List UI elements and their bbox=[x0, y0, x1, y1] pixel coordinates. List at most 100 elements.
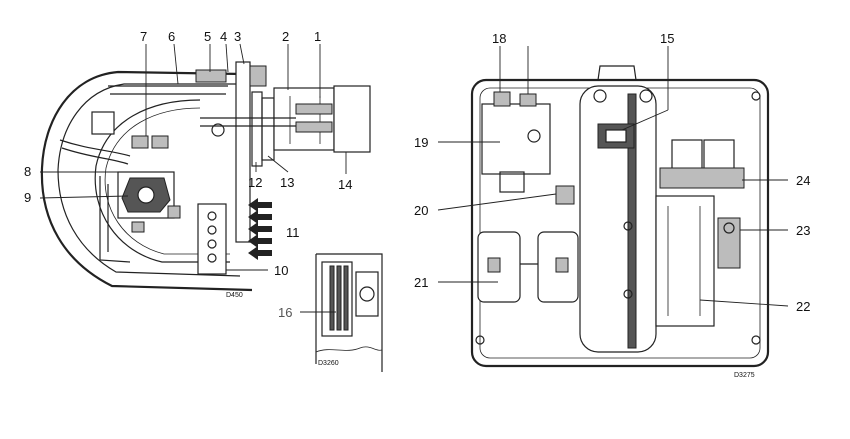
inset-bar-2 bbox=[336, 265, 342, 331]
callout-12: 12 bbox=[248, 175, 263, 190]
inset-bar-1 bbox=[329, 265, 335, 331]
motor-screw-r bbox=[639, 89, 653, 103]
photocell-holder bbox=[91, 111, 115, 135]
leader-20 bbox=[437, 193, 557, 211]
callout-24: 24 bbox=[796, 173, 811, 188]
inset-screw bbox=[359, 286, 375, 302]
capacitor-clip-2 bbox=[555, 257, 569, 273]
flange-plate-3 bbox=[261, 97, 275, 161]
callout-7: 7 bbox=[140, 29, 148, 44]
top-fitting bbox=[195, 69, 227, 83]
motor-screw-l bbox=[593, 89, 607, 103]
corner-screw-bl bbox=[475, 335, 485, 345]
ref-code-right: D3275 bbox=[734, 372, 755, 379]
grille-hole-3 bbox=[207, 239, 217, 249]
burner-front-view bbox=[437, 46, 789, 368]
air-flow-arrows bbox=[248, 198, 272, 260]
fitting-7b bbox=[151, 135, 169, 149]
callout-21: 21 bbox=[414, 275, 429, 290]
callout-5: 5 bbox=[204, 29, 212, 44]
leader-22 bbox=[699, 299, 789, 307]
photocell-base bbox=[499, 171, 525, 193]
callout-6: 6 bbox=[168, 29, 176, 44]
callout-20: 20 bbox=[414, 203, 429, 218]
inset-bar-3 bbox=[343, 265, 349, 331]
callout-9: 9 bbox=[24, 190, 32, 205]
inner-duct bbox=[94, 99, 230, 263]
grille-hole-2 bbox=[207, 225, 217, 235]
inset-break-line bbox=[315, 346, 383, 353]
pump-shaft bbox=[137, 186, 155, 204]
pump-22 bbox=[655, 195, 715, 327]
callout-8: 8 bbox=[24, 164, 32, 179]
nozzle-holder bbox=[295, 121, 333, 133]
ref-code-inset: D3260 bbox=[318, 360, 339, 367]
arrow-1 bbox=[248, 198, 272, 212]
inset-detail bbox=[300, 253, 383, 372]
callout-16: 16 bbox=[278, 305, 293, 320]
pressure-regulator-23 bbox=[717, 217, 741, 269]
ref-code-left: D450 bbox=[226, 292, 243, 299]
flange-plate-2 bbox=[251, 91, 263, 167]
callout-13: 13 bbox=[280, 175, 295, 190]
hose bbox=[59, 139, 131, 165]
callout-10: 10 bbox=[274, 263, 289, 278]
burner-side-view bbox=[39, 43, 371, 292]
leader-4 bbox=[225, 43, 229, 73]
right-leader-lines bbox=[437, 46, 789, 307]
screw bbox=[211, 123, 225, 137]
leader-6 bbox=[173, 43, 179, 85]
motor-marker-2 bbox=[623, 289, 633, 299]
pump-port bbox=[167, 205, 181, 219]
inset-frame bbox=[315, 253, 383, 372]
callout-15: 15 bbox=[660, 31, 675, 46]
leader-13 bbox=[267, 155, 289, 173]
corner-screw-tr bbox=[751, 91, 761, 101]
electrodes bbox=[295, 103, 333, 115]
combustion-head bbox=[333, 85, 371, 153]
capacitor-clip-1 bbox=[487, 257, 501, 273]
arrow-3 bbox=[248, 222, 272, 236]
callout-2: 2 bbox=[282, 29, 290, 44]
pump-valve bbox=[131, 221, 145, 233]
callout-18: 18 bbox=[492, 31, 507, 46]
shaft-rod bbox=[627, 93, 637, 349]
arrow-2 bbox=[248, 210, 272, 224]
front-panel-frame bbox=[470, 78, 770, 368]
callout-23: 23 bbox=[796, 223, 811, 238]
blast-tube bbox=[273, 87, 335, 151]
socket-17 bbox=[519, 93, 537, 107]
leader-3 bbox=[239, 43, 245, 65]
top-rail bbox=[108, 85, 228, 95]
callout-14: 14 bbox=[338, 177, 353, 192]
left-leader-lines bbox=[39, 43, 347, 271]
burner-casing-outer bbox=[40, 70, 253, 292]
valve-body-24 bbox=[659, 167, 745, 189]
fitting-7 bbox=[131, 135, 149, 149]
terminal-block bbox=[555, 185, 575, 205]
air-intake-grille bbox=[197, 203, 227, 275]
flange-bracket bbox=[249, 65, 267, 87]
burner-casing-inner bbox=[57, 83, 241, 277]
callout-19: 19 bbox=[414, 135, 429, 150]
indicator-window-glass bbox=[605, 129, 627, 143]
mounting-flange bbox=[235, 61, 251, 243]
pump bbox=[117, 171, 181, 233]
top-mounting-tab bbox=[597, 65, 637, 81]
callout-1: 1 bbox=[314, 29, 322, 44]
reset-button bbox=[527, 129, 541, 143]
grille-hole-4 bbox=[207, 253, 217, 263]
callout-3: 3 bbox=[234, 29, 242, 44]
arrow-5 bbox=[248, 246, 272, 260]
inset-block bbox=[355, 271, 379, 317]
leader-9 bbox=[39, 195, 129, 199]
arrow-4 bbox=[248, 234, 272, 248]
leader-15b bbox=[621, 109, 669, 131]
solenoid-coil-b bbox=[703, 139, 735, 171]
solenoid-coil-a bbox=[671, 139, 703, 171]
corner-screw-br bbox=[751, 335, 761, 345]
callout-4: 4 bbox=[220, 29, 228, 44]
plug-18 bbox=[493, 91, 511, 107]
